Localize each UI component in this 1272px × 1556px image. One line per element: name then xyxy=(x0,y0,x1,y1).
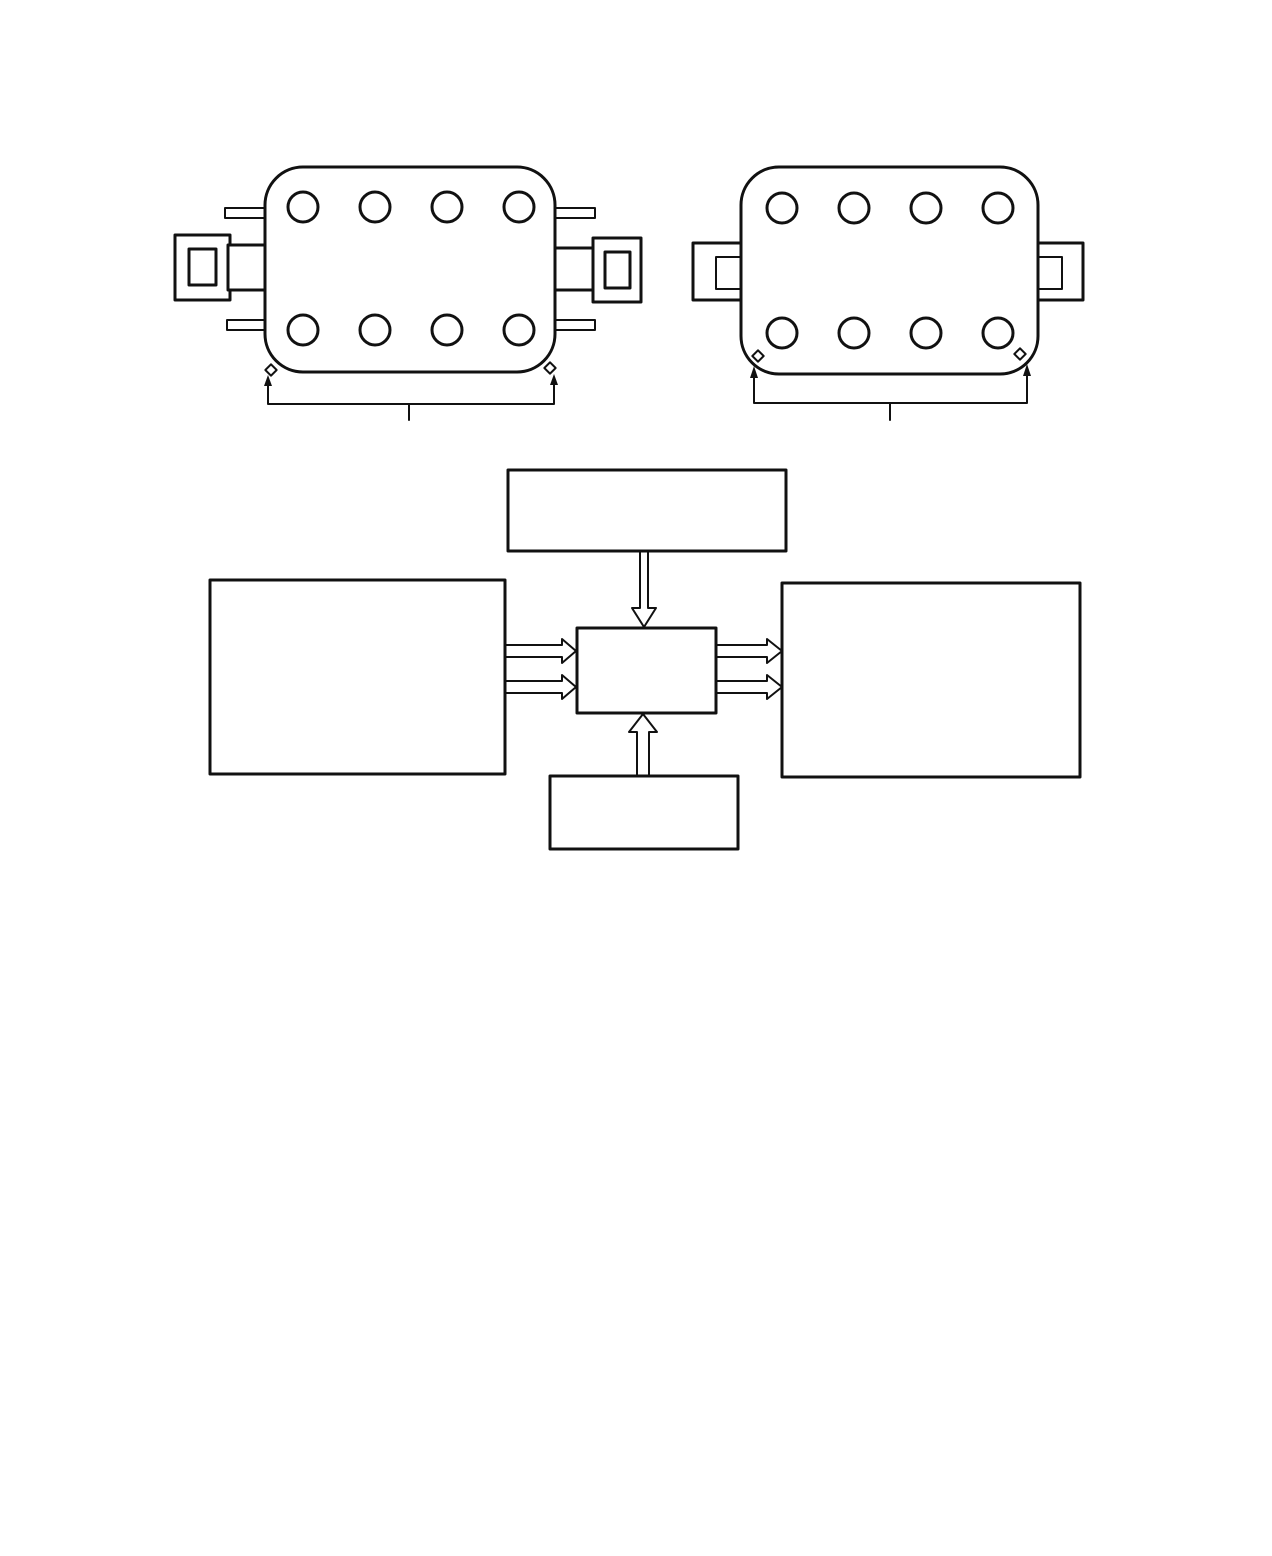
cylinder xyxy=(909,316,943,350)
cylinder xyxy=(765,191,799,225)
engine-block xyxy=(739,165,1040,376)
pipe-stub xyxy=(224,207,266,219)
arrowhead xyxy=(1023,364,1031,376)
side-mount-right-inner xyxy=(603,250,632,290)
side-mount-right xyxy=(591,236,643,304)
cylinder xyxy=(358,190,392,224)
bracket-line xyxy=(267,379,555,405)
sensor-left xyxy=(751,349,765,363)
side-mount-right xyxy=(1031,241,1085,302)
sensor-right xyxy=(543,361,557,375)
arrow-bottom-to-center xyxy=(628,713,658,777)
cylinder xyxy=(981,191,1015,225)
cylinder xyxy=(837,191,871,225)
arrow-center-to-right-1 xyxy=(715,638,783,664)
cylinder-group xyxy=(286,190,536,347)
cylinder xyxy=(502,190,536,224)
cylinder xyxy=(502,313,536,347)
side-mount-left-inner xyxy=(187,247,218,287)
right-block xyxy=(780,581,1082,779)
bracket-line xyxy=(753,371,1028,404)
arrowhead xyxy=(550,374,558,385)
cylinder xyxy=(430,190,464,224)
engine-block xyxy=(263,165,557,374)
arrow-left-to-center-1 xyxy=(504,638,577,664)
side-connector-left xyxy=(226,243,270,292)
arrow-top-to-center xyxy=(631,550,657,628)
cylinder xyxy=(765,316,799,350)
cylinder xyxy=(837,316,871,350)
cylinder xyxy=(981,316,1015,350)
side-mount-left xyxy=(691,241,747,302)
bottom-block xyxy=(548,774,740,851)
engine-right xyxy=(691,165,1085,421)
sensor-right xyxy=(1013,347,1027,361)
cylinder xyxy=(358,313,392,347)
arrow-left-to-center-2 xyxy=(504,674,577,700)
side-mount-left xyxy=(173,233,232,302)
arrow-center-to-right-2 xyxy=(715,674,783,700)
arrowhead xyxy=(264,375,272,386)
center-block xyxy=(575,626,718,715)
cylinder xyxy=(286,313,320,347)
cylinder xyxy=(286,190,320,224)
engine-left xyxy=(173,165,643,421)
left-block xyxy=(208,578,507,776)
arrowhead xyxy=(750,366,758,378)
cylinder-group xyxy=(765,191,1015,350)
top-block xyxy=(506,468,788,553)
block-diagram xyxy=(208,468,1082,851)
pipe-stub xyxy=(554,207,596,219)
side-connector-right xyxy=(551,246,597,292)
pipe-stub xyxy=(226,319,266,331)
sensor-left xyxy=(264,363,278,377)
cylinder xyxy=(430,313,464,347)
cylinder xyxy=(909,191,943,225)
pipe-stub xyxy=(554,319,596,331)
